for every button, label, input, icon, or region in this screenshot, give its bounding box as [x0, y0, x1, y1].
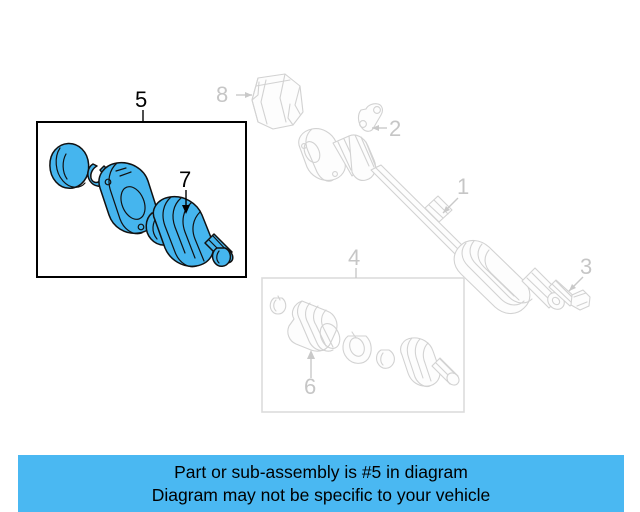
- callout-1-label: 1: [457, 174, 469, 199]
- banner-line-1: Part or sub-assembly is #5 in diagram: [174, 461, 468, 482]
- callout-1-leader: [442, 197, 459, 214]
- outer-joint-kit-box: [36, 121, 247, 278]
- callout-5-label: 5: [135, 87, 147, 112]
- info-banner: Part or sub-assembly is #5 in diagram Di…: [18, 455, 624, 512]
- box4-contents: [269, 295, 460, 388]
- callout-2-label: 2: [389, 116, 401, 141]
- callout-6-label: 6: [304, 374, 316, 399]
- callout-8-leader: [236, 92, 252, 98]
- callout-3-leader: [568, 276, 584, 292]
- part-drive-axle-shaft: [298, 128, 565, 315]
- callout-6-leader: [307, 350, 315, 378]
- callout-7-leader: [182, 190, 190, 214]
- callout-7-label: 7: [179, 167, 191, 192]
- part-heat-shield: [251, 73, 304, 130]
- callout-8-label: 8: [216, 82, 228, 107]
- box5-contents: [49, 142, 234, 268]
- callout-3-label: 3: [580, 254, 592, 279]
- banner-line-2: Diagram may not be specific to your vehi…: [151, 484, 491, 505]
- part-flange-bolt: [548, 279, 591, 311]
- callout-4-label: 4: [348, 245, 360, 270]
- callout-2-leader: [372, 125, 387, 131]
- part-retainer-bracket: [357, 103, 383, 132]
- inner-boot-kit-box: [261, 277, 465, 413]
